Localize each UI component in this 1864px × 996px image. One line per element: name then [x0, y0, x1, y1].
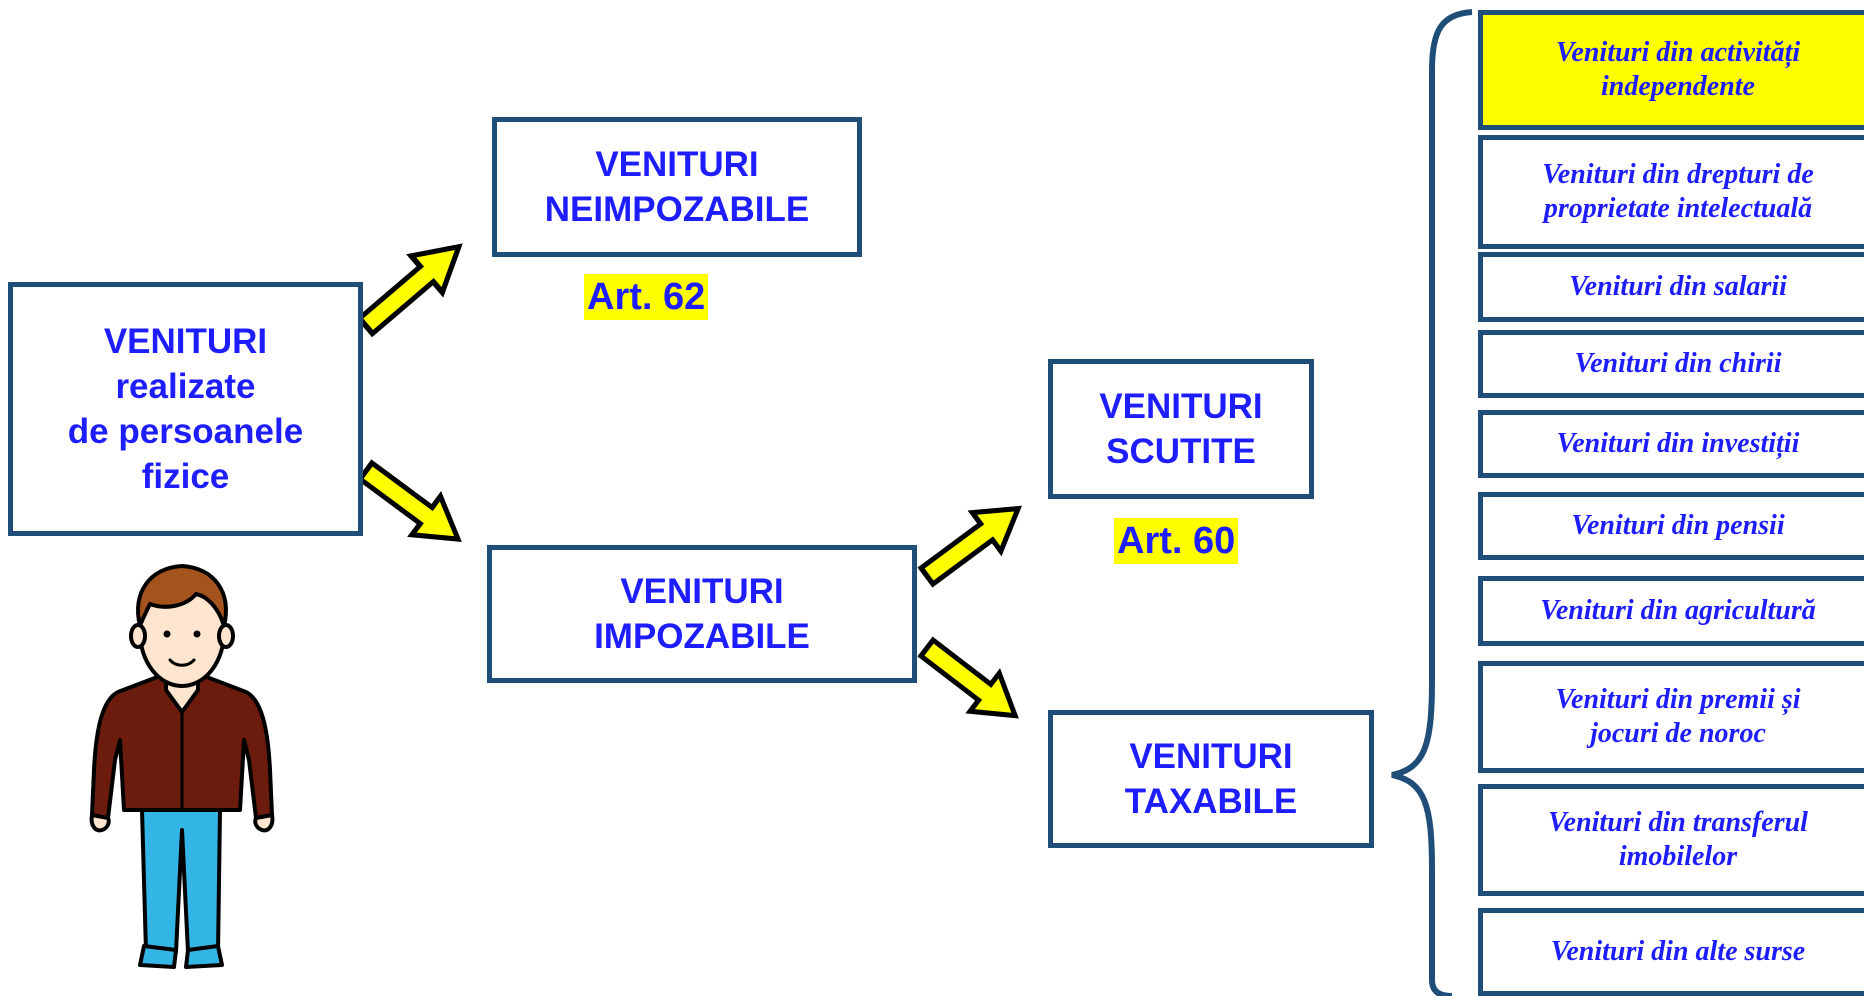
category-premii-jocuri-noroc: Venituri din premii și jocuri de noroc — [1478, 661, 1864, 773]
box-venituri-impozabile: VENITURI IMPOZABILE — [487, 545, 917, 683]
box-venituri-scutite: VENITURI SCUTITE — [1048, 359, 1314, 499]
person-icon — [89, 564, 275, 969]
category-alte-surse: Venituri din alte surse — [1478, 908, 1864, 996]
article-label-scutite: Art. 60 — [1114, 518, 1239, 564]
arrow-icon — [350, 228, 474, 344]
box-venituri-taxabile: VENITURI TAXABILE — [1048, 710, 1374, 848]
curly-brace-icon — [1391, 9, 1473, 996]
category-chirii: Venituri din chirii — [1478, 330, 1864, 398]
category-transferul-imobilelor: Venituri din transferul imobilelor — [1478, 784, 1864, 896]
arrow-icon — [352, 452, 473, 559]
category-activitati-independente: Venituri din activități independente — [1478, 10, 1864, 130]
arrow-icon — [912, 629, 1029, 735]
box-venituri-neimpozabile: VENITURI NEIMPOZABILE — [492, 117, 862, 257]
category-proprietate-intelectuala: Venituri din drepturi de proprietate int… — [1478, 135, 1864, 249]
category-salarii: Venituri din salarii — [1478, 252, 1864, 322]
box-venituri-persoane-fizice: VENITURI realizate de persoanele fizice — [8, 282, 363, 536]
category-agricultura: Venituri din agricultură — [1478, 576, 1864, 646]
category-pensii: Venituri din pensii — [1478, 492, 1864, 560]
article-label-neimpozabile: Art. 62 — [584, 274, 709, 320]
arrow-icon — [913, 489, 1033, 595]
category-investitii: Venituri din investiții — [1478, 410, 1864, 478]
